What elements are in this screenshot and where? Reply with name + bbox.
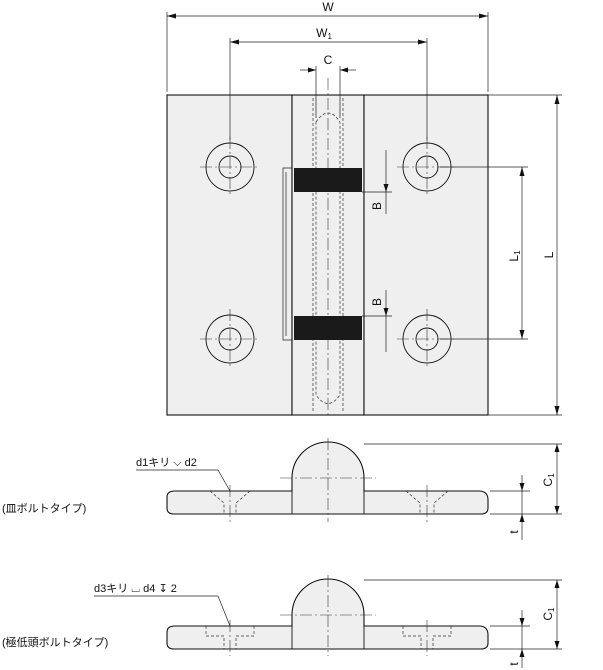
dim-label-C: C bbox=[324, 53, 333, 67]
dim-label-W: W bbox=[322, 0, 334, 14]
dimension-B-upper: B bbox=[362, 150, 392, 214]
dimension-W: W bbox=[166, 0, 489, 92]
dim-label-L1-subscript: 1 bbox=[513, 250, 522, 255]
dim-label-B-upper: B bbox=[370, 202, 384, 210]
dim-label-t-upper: t bbox=[507, 530, 521, 534]
bolt-hole-top-left bbox=[200, 137, 260, 197]
pin-band-lower bbox=[294, 316, 362, 340]
side-profile-lower bbox=[166, 578, 489, 650]
dimension-C: C bbox=[300, 53, 356, 118]
right-leaf bbox=[363, 94, 489, 416]
dimension-B-lower: B bbox=[362, 290, 392, 352]
svg-text:C1: C1 bbox=[541, 473, 556, 487]
dim-label-W1: W bbox=[316, 26, 328, 40]
side-view-low-head: d3キリ ⌴ d4 ↧ 2 (極低頭ボルトタイプ) C1 t bbox=[2, 575, 562, 668]
svg-text:L1: L1 bbox=[507, 250, 522, 262]
dim-label-C1-upper: C bbox=[541, 478, 555, 487]
dimension-L: L bbox=[488, 94, 562, 416]
dim-label-L1: L bbox=[507, 255, 521, 262]
bolt-hole-bottom-left bbox=[200, 309, 260, 369]
top-view bbox=[166, 78, 489, 416]
side-view-countersunk: d1キリ ⌵ d2 (皿ボルトタイプ) C1 t bbox=[2, 438, 562, 540]
countersunk-type-label: (皿ボルトタイプ) bbox=[2, 502, 86, 515]
low-head-type-label: (極低頭ボルトタイプ) bbox=[2, 635, 108, 649]
dim-label-C1-lower: C bbox=[541, 612, 555, 621]
dim-label-L: L bbox=[542, 251, 556, 258]
dimension-L1: L1 bbox=[440, 166, 528, 340]
dim-label-C1-upper-subscript: 1 bbox=[547, 473, 556, 478]
dimension-W1: W1 bbox=[229, 26, 428, 140]
dim-label-C1-lower-subscript: 1 bbox=[547, 607, 556, 612]
svg-text:W1: W1 bbox=[316, 26, 332, 41]
dim-label-W1-subscript: 1 bbox=[327, 32, 332, 41]
left-leaf bbox=[166, 94, 293, 416]
pin-band-upper bbox=[294, 168, 362, 192]
counterbore-callout: d3キリ ⌴ d4 ↧ 2 bbox=[94, 583, 177, 595]
dim-label-t-lower: t bbox=[507, 662, 521, 666]
svg-text:C1: C1 bbox=[541, 607, 556, 621]
countersunk-callout: d1キリ ⌵ d2 bbox=[136, 457, 197, 469]
dim-label-B-lower: B bbox=[370, 298, 384, 306]
